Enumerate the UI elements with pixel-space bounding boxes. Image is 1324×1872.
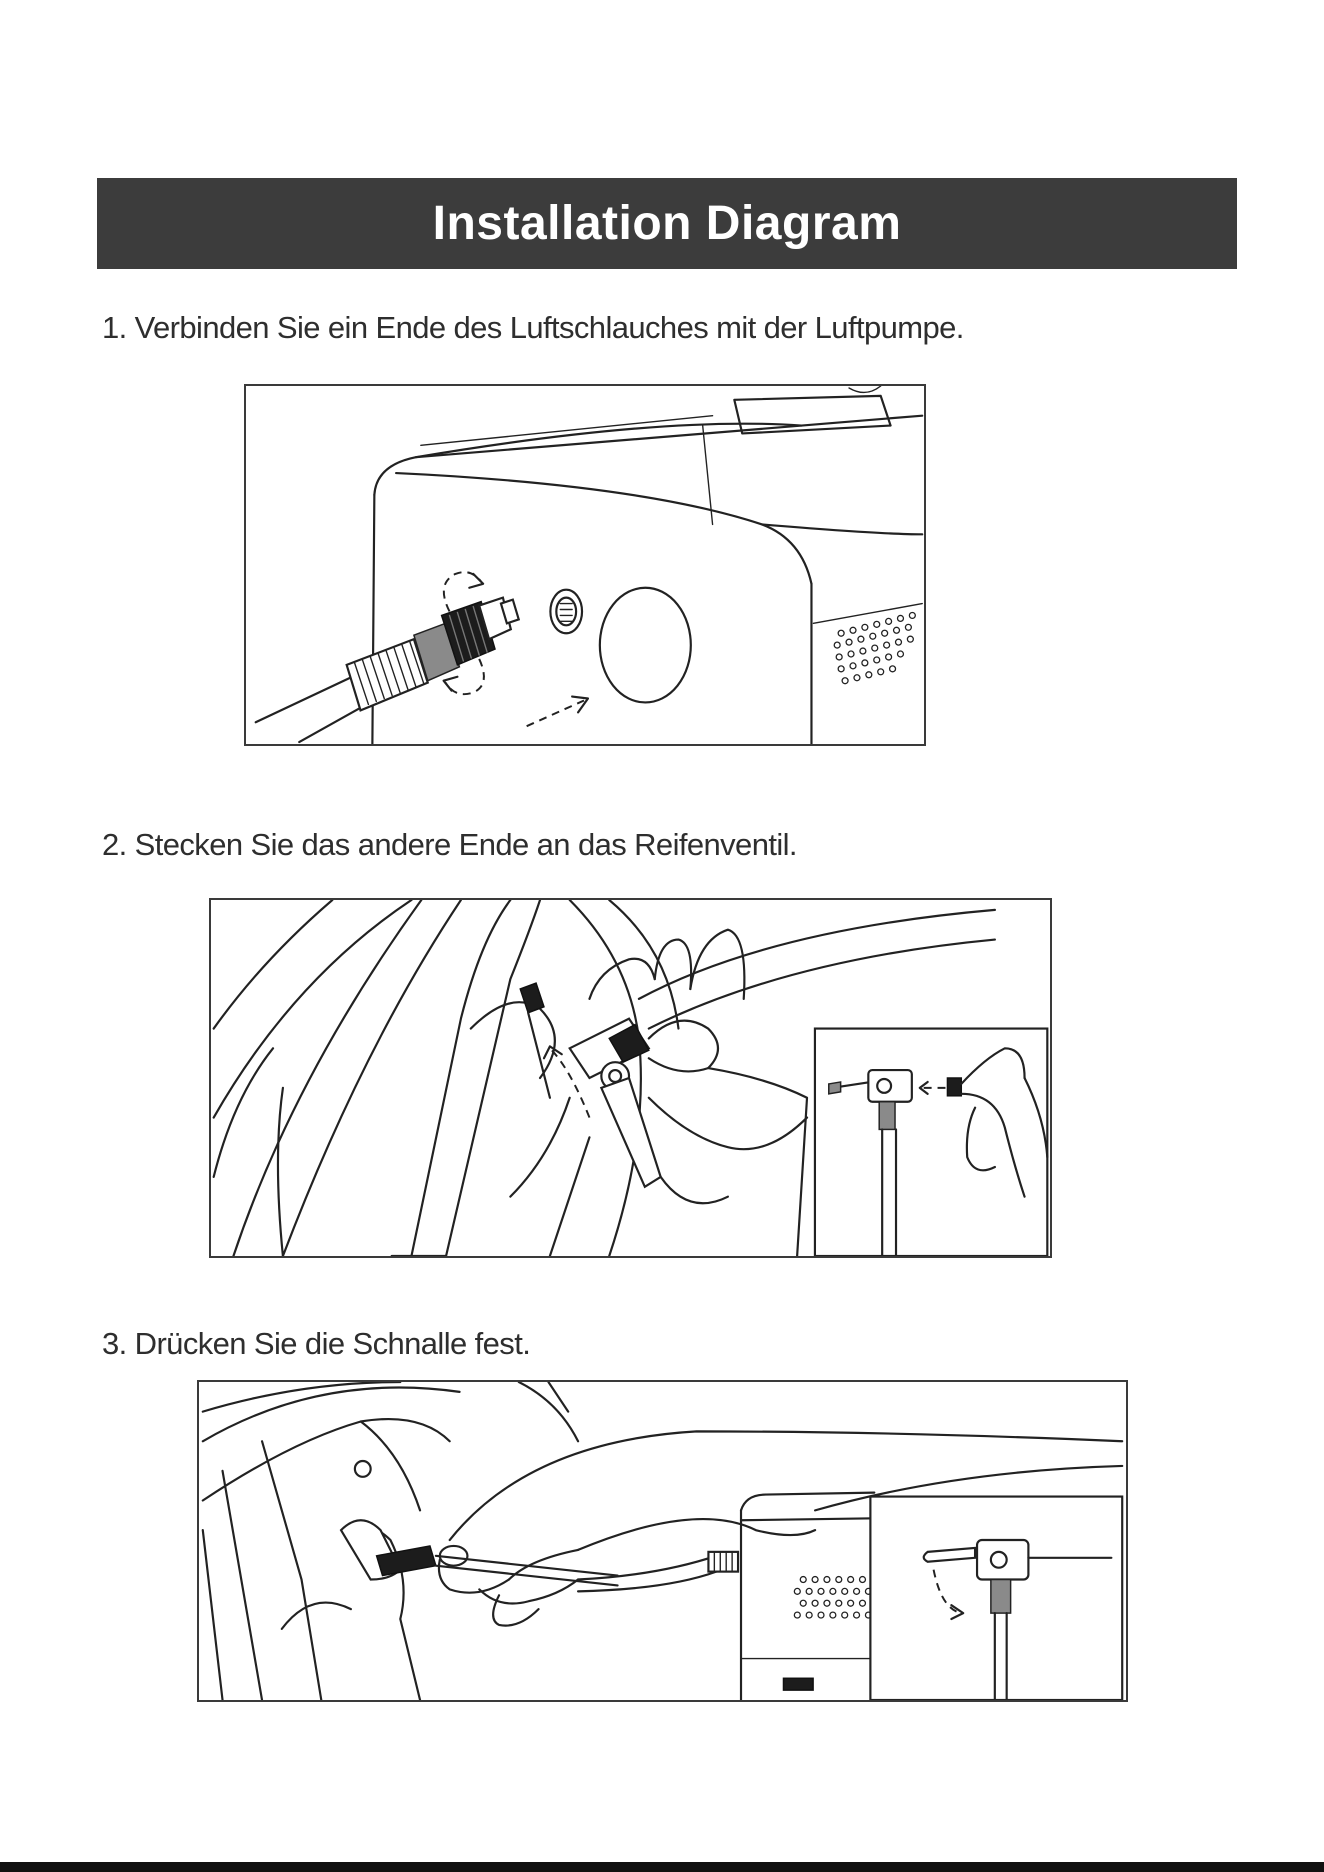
step-3-text: 3. Drücken Sie die Schnalle fest. xyxy=(102,1326,530,1362)
bottom-rule xyxy=(0,1862,1324,1872)
page-title: Installation Diagram xyxy=(433,196,902,251)
step-2-text: 2. Stecken Sie das andere Ende an das Re… xyxy=(102,827,797,863)
header-bar: Installation Diagram xyxy=(97,178,1237,269)
step-2-illustration xyxy=(209,898,1052,1258)
step-1-illustration xyxy=(244,384,926,746)
step-3-illustration xyxy=(197,1380,1128,1702)
pump-vent-dots-decor xyxy=(794,1577,871,1618)
valve-attach-drawing xyxy=(211,900,1050,1256)
buckle-press-drawing xyxy=(199,1382,1126,1700)
vent-dots-decor xyxy=(834,612,915,683)
step-1-text: 1. Verbinden Sie ein Ende des Luftschlau… xyxy=(102,310,964,346)
step-2-inset-detail xyxy=(815,1029,1047,1256)
pump-hose-connection-drawing xyxy=(246,386,924,744)
